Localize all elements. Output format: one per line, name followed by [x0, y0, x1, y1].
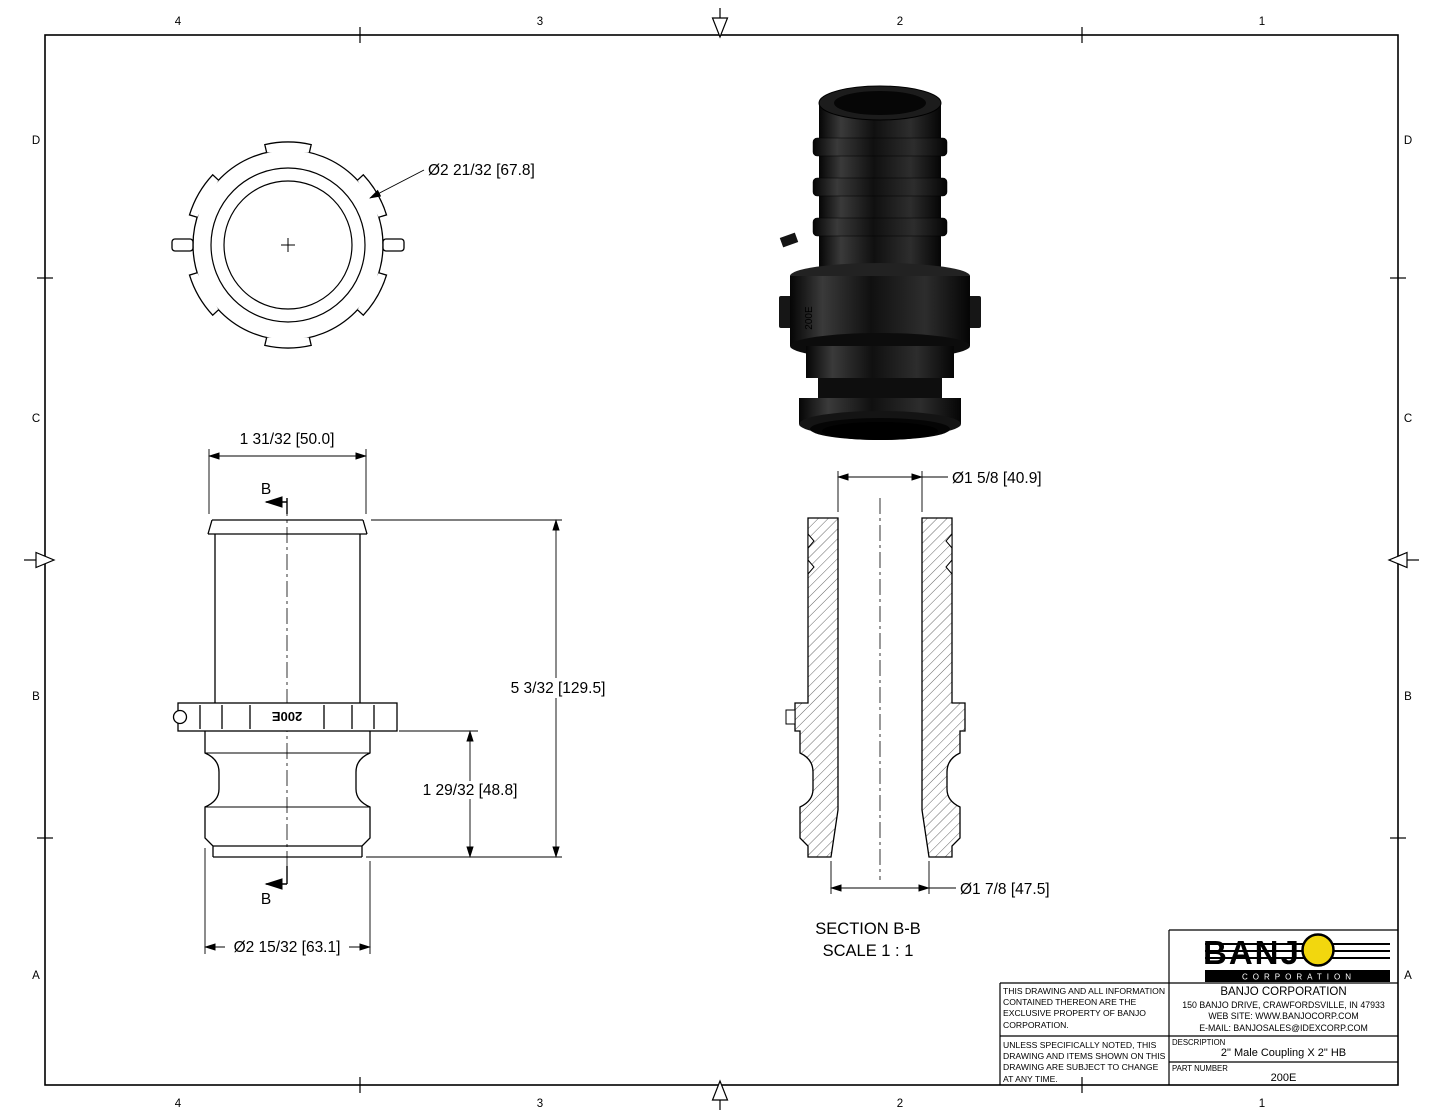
section-dim-inner-dia: Ø1 5/8 [40.9] [952, 470, 1042, 487]
banjo-logo: BANJO CORPORATION [1203, 933, 1390, 982]
isometric-view: 200E [779, 85, 981, 440]
center-alignment-arrows [24, 8, 1419, 1110]
zone-right-a: A [1404, 970, 1412, 982]
bottom-face-3d [822, 422, 938, 440]
zone-left-b: B [32, 691, 40, 703]
dim-outlet-dia-lines [830, 861, 956, 894]
bore-inner-circle [223, 180, 353, 310]
zone-bottom-2: 2 [897, 1098, 903, 1110]
front-dim-top-width: 1 31/32 [50.0] [240, 431, 335, 448]
description-label: DESCRIPTION [1172, 1038, 1226, 1047]
zone-left-a: A [32, 970, 40, 982]
dim-inner-dia-lines [837, 471, 948, 512]
logo-corporation-bar [1205, 970, 1390, 982]
front-dim-overall-height: 5 3/32 [129.5] [511, 680, 606, 697]
zone-right-c: C [1404, 413, 1412, 425]
zone-labels: 4 3 2 1 4 3 2 1 D C B A D C B A [32, 16, 1412, 1110]
front-outline [172, 519, 398, 858]
barb-opening-3d [834, 91, 926, 115]
title-block: BANJO CORPORATION [999, 929, 1398, 1085]
dim-bg [225, 937, 349, 956]
dim-bg [506, 678, 610, 698]
bore-outer-circle [210, 167, 366, 323]
company-address: 150 BANJO DRIVE, CRAWFORDSVILLE, IN 4793… [1182, 999, 1385, 1010]
ring-lug-3d [779, 232, 799, 248]
zone-right-d: D [1404, 135, 1412, 147]
section-dim-outlet-dia: Ø1 7/8 [47.5] [960, 881, 1050, 898]
zone-top-4: 4 [175, 16, 182, 28]
center-cross [281, 238, 295, 252]
side-lugs [171, 238, 405, 252]
logo-strings [1205, 943, 1390, 959]
logo-banjo-body-icon [1301, 933, 1335, 967]
dia-leader-line [369, 169, 425, 199]
top-view: Ø2 21/32 [67.8] [171, 141, 535, 349]
ring-tab-right-3d [968, 296, 981, 328]
border-frame [44, 34, 1399, 1086]
front-part-marking: 200E [271, 709, 302, 724]
ring-marking-3d: 200E [804, 306, 815, 330]
zone-right-b: B [1404, 691, 1412, 703]
legal-property-note: THIS DRAWING AND ALL INFORMATION CONTAIN… [1003, 986, 1166, 1030]
title-block-lines [999, 929, 1398, 1085]
zone-ticks [37, 27, 1406, 1093]
section-scale: SCALE 1 : 1 [823, 942, 914, 960]
zone-bottom-3: 3 [537, 1098, 543, 1110]
zone-top-1: 1 [1259, 16, 1265, 28]
zone-bottom-1: 1 [1259, 1098, 1265, 1110]
part-number-value: 200E [1270, 1072, 1297, 1084]
company-website: WEB SITE: WWW.BANJOCORP.COM [1208, 1011, 1359, 1021]
section-view: Ø1 5/8 [40.9] Ø1 7/8 [47.5] SECTION B-B … [785, 470, 1050, 960]
adapter-neck-3d [806, 346, 954, 378]
zone-bottom-4: 4 [175, 1098, 182, 1110]
section-wall-left [794, 517, 839, 858]
section-cut-arrows [264, 496, 288, 890]
adapter-groove-3d [818, 378, 942, 398]
logo-corporation-text: CORPORATION [1242, 973, 1356, 982]
ring-tabs [188, 141, 388, 349]
top-view-dia-dim: Ø2 21/32 [67.8] [428, 162, 535, 179]
dim-top-width-lines [208, 449, 367, 514]
description-value: 2" Male Coupling X 2" HB [1220, 1047, 1347, 1059]
company-email: E-MAIL: BANJOSALES@IDEXCORP.COM [1199, 1022, 1368, 1033]
front-view: 200E 1 31/32 [50.0] B B 5 3/32 [129.5] [172, 431, 610, 956]
zone-left-c: C [32, 413, 40, 425]
front-dim-bottom-dia: Ø2 15/32 [63.1] [234, 939, 341, 956]
company-info: BANJO CORPORATION 150 BANJO DRIVE, CRAWF… [1170, 986, 1397, 1033]
zone-top-3: 3 [537, 16, 543, 28]
front-dim-adapter-height: 1 29/32 [48.8] [423, 782, 518, 799]
barb-serrations [807, 532, 953, 576]
zone-left-d: D [32, 135, 40, 147]
part-number-label: PART NUMBER [1172, 1064, 1228, 1073]
section-ring-lug [785, 709, 796, 725]
section-arrow-label-bottom: B [261, 891, 271, 908]
barb-ridges-3d [812, 137, 948, 237]
dim-bg [418, 781, 522, 799]
company-name: BANJO CORPORATION [1220, 986, 1347, 998]
legal-change-note: UNLESS SPECIFICALLY NOTED, THIS DRAWING … [1003, 1040, 1166, 1084]
ring-tab-left-3d [779, 296, 792, 328]
section-title: SECTION B-B [815, 920, 920, 938]
section-wall-right [921, 517, 966, 858]
sheet-border: 4 3 2 1 4 3 2 1 D C B A D C B A [24, 8, 1419, 1110]
zone-top-2: 2 [897, 16, 903, 28]
section-arrow-label-top: B [261, 481, 271, 498]
